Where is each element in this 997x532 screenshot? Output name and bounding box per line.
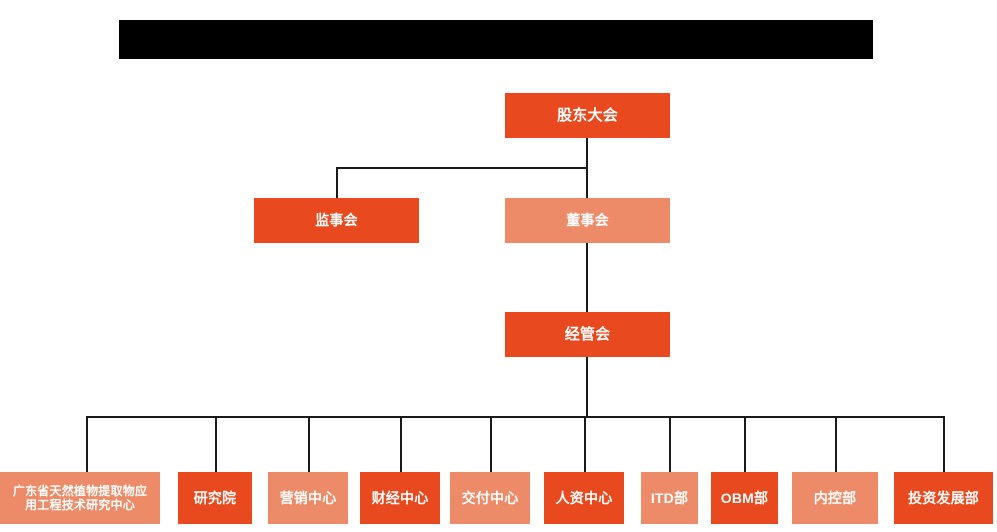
- org-node-label-investment-development-department: 投资发展部: [908, 489, 979, 506]
- connector-c12-v-drop-hr: [584, 416, 586, 472]
- org-node-label-management-committee: 经管会: [564, 325, 611, 343]
- connector-c2-h-level2-bus: [336, 167, 587, 169]
- org-node-internal-control-department[interactable]: 内控部: [792, 472, 878, 524]
- connector-c15-v-drop-internal: [835, 416, 837, 472]
- org-node-label-internal-control-department: 内控部: [813, 489, 857, 506]
- org-node-label-finance-center: 财经中心: [371, 489, 429, 506]
- org-node-label-shareholders-meeting: 股东大会: [557, 106, 618, 124]
- connector-c10-v-drop-finance: [400, 416, 402, 472]
- org-node-finance-center[interactable]: 财经中心: [360, 472, 440, 524]
- org-node-label-obm-department: OBM部: [720, 489, 769, 506]
- org-node-itd-department[interactable]: ITD部: [641, 472, 698, 524]
- org-node-board-of-directors[interactable]: 董事会: [505, 198, 670, 243]
- org-node-label-delivery-center: 交付中心: [461, 489, 519, 506]
- org-node-label-marketing-center: 营销中心: [279, 489, 337, 506]
- org-node-obm-department[interactable]: OBM部: [711, 472, 778, 524]
- org-node-label-itd-department: ITD部: [650, 489, 689, 506]
- org-node-management-committee[interactable]: 经管会: [505, 312, 670, 357]
- org-node-shareholders-meeting[interactable]: 股东大会: [505, 93, 670, 138]
- org-node-label-board-of-directors: 董事会: [566, 212, 609, 229]
- connector-c16-v-drop-investment: [943, 416, 945, 472]
- connector-c1-v-shareholders-down: [586, 138, 588, 198]
- org-node-label-hr-center: 人资中心: [555, 489, 613, 506]
- connector-c3-v-to-supervisors: [336, 167, 338, 198]
- connector-c13-v-drop-itd: [669, 416, 671, 472]
- org-node-label-research-institute: 研究院: [193, 489, 237, 506]
- org-node-investment-development-department[interactable]: 投资发展部: [894, 472, 993, 524]
- org-node-research-institute[interactable]: 研究院: [178, 472, 252, 524]
- connector-c11-v-drop-delivery: [490, 416, 492, 472]
- org-node-label-board-of-supervisors: 监事会: [315, 212, 358, 229]
- org-node-marketing-center[interactable]: 营销中心: [268, 472, 348, 524]
- connector-c9-v-drop-marketing: [308, 416, 310, 472]
- connector-c6-h-level4-bus: [86, 416, 944, 418]
- org-node-delivery-center[interactable]: 交付中心: [450, 472, 530, 524]
- org-node-board-of-supervisors[interactable]: 监事会: [254, 198, 419, 243]
- connector-c5-v-management-down: [586, 357, 588, 416]
- org-node-hr-center[interactable]: 人资中心: [544, 472, 624, 524]
- org-node-label-guangdong-research-center: 广东省天然植物提取物应 用工程技术研究中心: [12, 483, 148, 512]
- connector-c7-v-drop-guangdong: [86, 416, 88, 472]
- connector-c8-v-drop-research: [215, 416, 217, 472]
- connector-c14-v-drop-obm: [744, 416, 746, 472]
- connector-c4-v-directors-down: [586, 243, 588, 312]
- redacted-title-banner: [119, 20, 873, 59]
- org-node-guangdong-research-center[interactable]: 广东省天然植物提取物应 用工程技术研究中心: [0, 472, 160, 524]
